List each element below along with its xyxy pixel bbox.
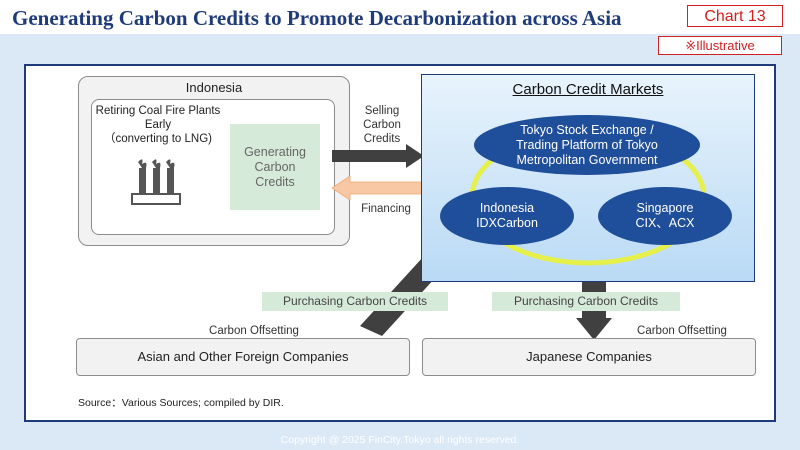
indonesia-box: Indonesia Retiring Coal Fire Plants Earl…: [78, 76, 350, 246]
illustrative-badge: ※Illustrative: [658, 36, 782, 55]
indonesia-idxcarbon-ellipse: Indonesia IDXCarbon: [440, 187, 574, 245]
generating-credits-box: Generating Carbon Credits: [230, 124, 320, 210]
financing-arrow-icon: [332, 176, 424, 200]
markets-title: Carbon Credit Markets: [512, 81, 664, 98]
singapore-ellipse: Singapore CIX、ACX: [598, 187, 732, 245]
japanese-companies-box: Japanese Companies: [422, 338, 756, 376]
market-ring-icon: [469, 128, 707, 266]
copyright-footer: Copyright @ 2025 FinCity.Tokyo all right…: [280, 434, 520, 446]
chart-number-badge: Chart 13: [687, 5, 783, 27]
purchasing-credits-right-label: Purchasing Carbon Credits: [492, 292, 680, 311]
factory-icon: [131, 159, 181, 205]
carbon-offsetting-right-label: Carbon Offsetting: [637, 325, 727, 337]
carbon-credit-markets-box: Carbon Credit Markets Tokyo Stock Exchan…: [421, 74, 755, 282]
financing-label: Financing: [361, 203, 411, 215]
selling-arrow-icon: [332, 144, 424, 168]
diagram-panel: Indonesia Retiring Coal Fire Plants Earl…: [24, 64, 776, 422]
indonesia-title: Indonesia: [185, 80, 243, 95]
source-note: Source：Various Sources; compiled by DIR.: [78, 397, 284, 409]
purchasing-credits-left-label: Purchasing Carbon Credits: [262, 292, 448, 311]
coal-plant-box: Retiring Coal Fire Plants Early （convert…: [91, 99, 335, 235]
tokyo-exchange-ellipse: Tokyo Stock Exchange / Trading Platform …: [474, 115, 700, 175]
selling-credits-label: Selling Carbon Credits: [363, 105, 401, 145]
asian-foreign-companies-box: Asian and Other Foreign Companies: [76, 338, 410, 376]
page-title: Generating Carbon Credits to Promote Dec…: [12, 6, 622, 30]
carbon-offsetting-left-label: Carbon Offsetting: [209, 325, 299, 337]
header-bar: Generating Carbon Credits to Promote Dec…: [0, 0, 800, 34]
coal-plant-text: Retiring Coal Fire Plants Early （convert…: [95, 105, 221, 145]
